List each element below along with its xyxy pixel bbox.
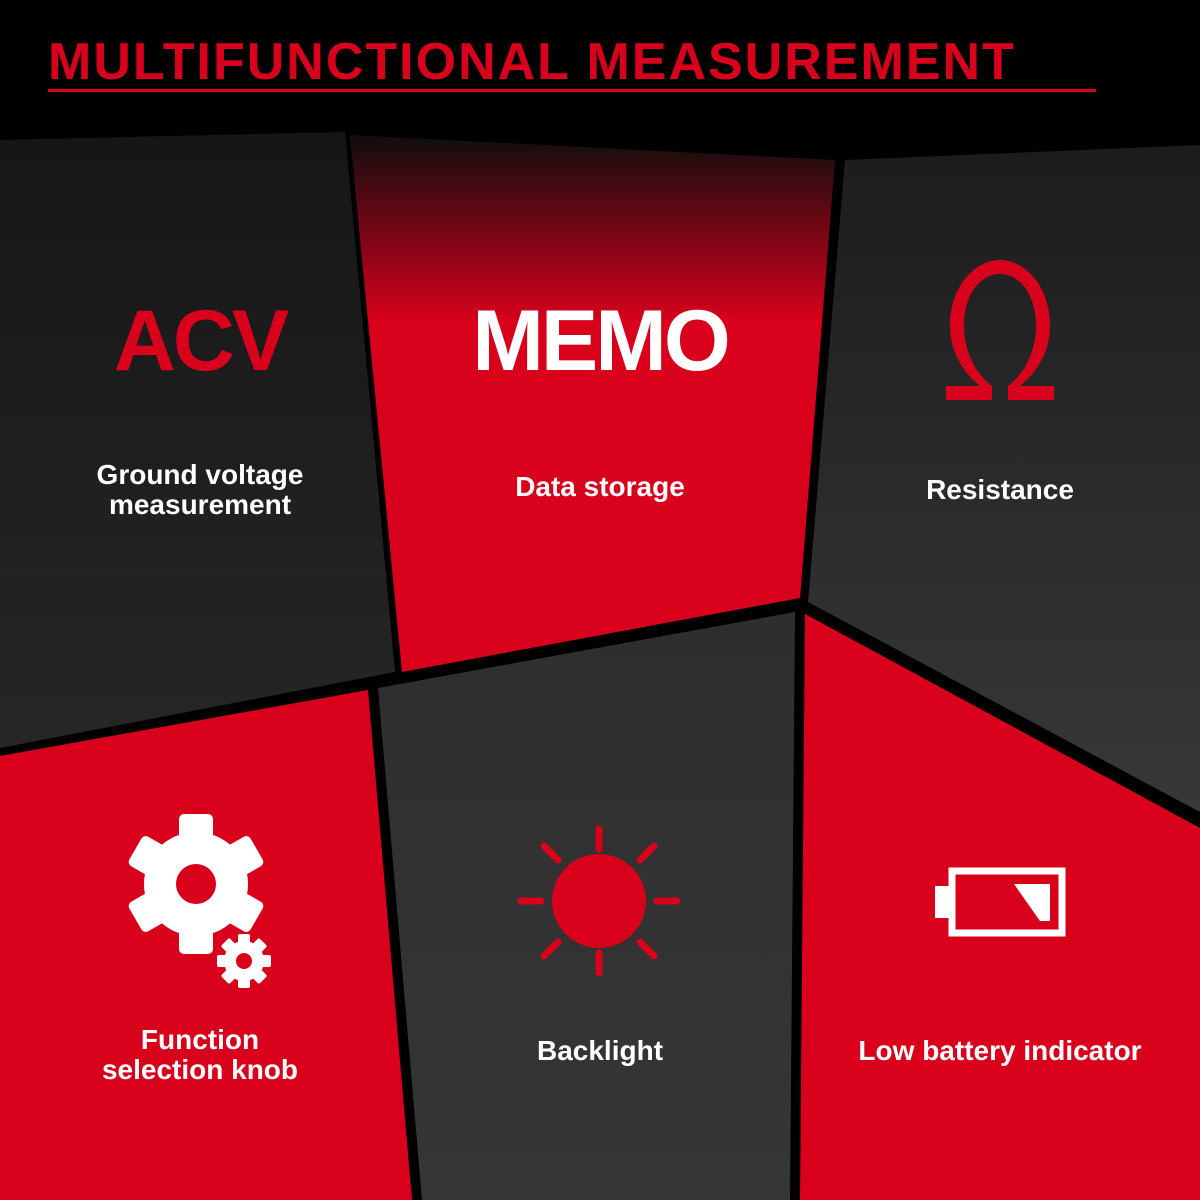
title-underline [48,89,1096,92]
acv-text-icon: ACV [113,293,290,389]
panel-acv [0,132,395,748]
sun-icon [517,825,681,977]
panel-resistance [808,145,1200,812]
feature-label-function-knob: Function selection knob [101,1024,299,1085]
gear-icon [128,814,264,954]
panel-battery [800,614,1200,1200]
feature-label-low-battery: Low battery indicator [858,1035,1142,1066]
low-battery-icon [935,867,1066,937]
small-gear-icon [217,934,271,988]
feature-label-data-storage: Data storage [515,471,685,502]
feature-label-ground-voltage: Ground voltage measurement [96,459,304,520]
omega-icon [946,260,1054,400]
page-title: MULTIFUNCTIONAL MEASUREMENT [48,33,1016,91]
feature-label-backlight: Backlight [536,1035,664,1066]
panel-memo [350,135,835,672]
feature-label-resistance: Resistance [926,474,1074,505]
memo-text-icon: MEMO [472,293,731,389]
